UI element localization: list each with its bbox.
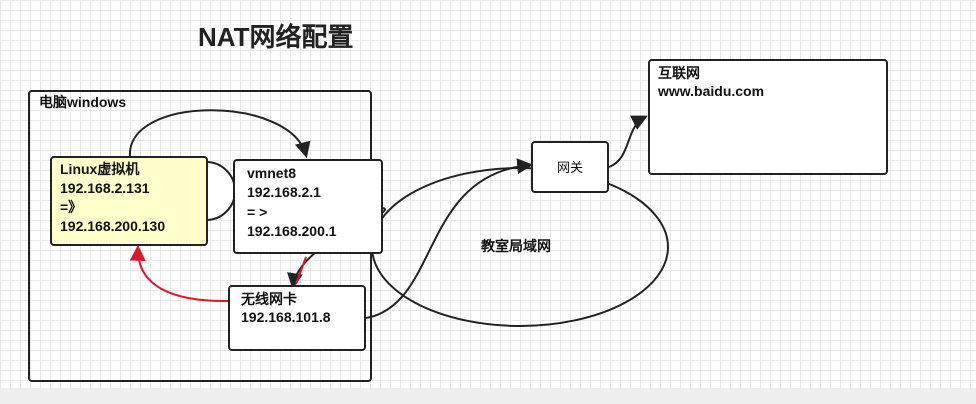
internet-box: 互联网 www.baidu.com xyxy=(648,59,888,175)
windows-pc-label: 电脑windows xyxy=(39,94,127,110)
internet-url: www.baidu.com xyxy=(658,83,765,99)
linux-to-vmnet8-arrow xyxy=(128,109,311,159)
vmnet8-mapping: = > xyxy=(247,204,268,220)
linux-vm-nat-ip: 192.168.200.130 xyxy=(60,218,166,234)
gateway-label: 网关 xyxy=(557,160,584,175)
vmnet8-nat-ip: 192.168.200.1 xyxy=(247,223,337,239)
classroom-lan-label: 教室局域网 xyxy=(481,238,551,254)
vmnet8-name: vmnet8 xyxy=(247,165,297,181)
gateway-box: 网关 xyxy=(531,141,609,193)
internet-label: 互联网 xyxy=(658,65,700,81)
wifi-to-gateway-arrow xyxy=(365,158,534,319)
wireless-nic-ip: 192.168.101.8 xyxy=(241,309,331,325)
wifi-to-linux-arrow xyxy=(129,244,231,303)
wireless-nic-box: 无线网卡 192.168.101.8 xyxy=(228,285,366,351)
gateway-to-internet-arrow xyxy=(608,115,648,168)
page-title: NAT网络配置 xyxy=(198,22,354,52)
linux-vm-name: Linux虚拟机 xyxy=(60,161,140,177)
linux-vm-box: Linux虚拟机 192.168.2.131 =》 192.168.200.13… xyxy=(50,156,208,246)
wireless-nic-name: 无线网卡 xyxy=(241,291,297,307)
linux-vm-mapping: =》 xyxy=(60,199,83,215)
linux-vm-ip: 192.168.2.131 xyxy=(60,180,150,196)
vmnet8-ip: 192.168.2.1 xyxy=(247,184,321,200)
vmnet8-box: vmnet8 192.168.2.1 = > 192.168.200.1 xyxy=(233,159,383,254)
bottom-bar xyxy=(0,388,976,404)
red-link xyxy=(295,256,307,285)
